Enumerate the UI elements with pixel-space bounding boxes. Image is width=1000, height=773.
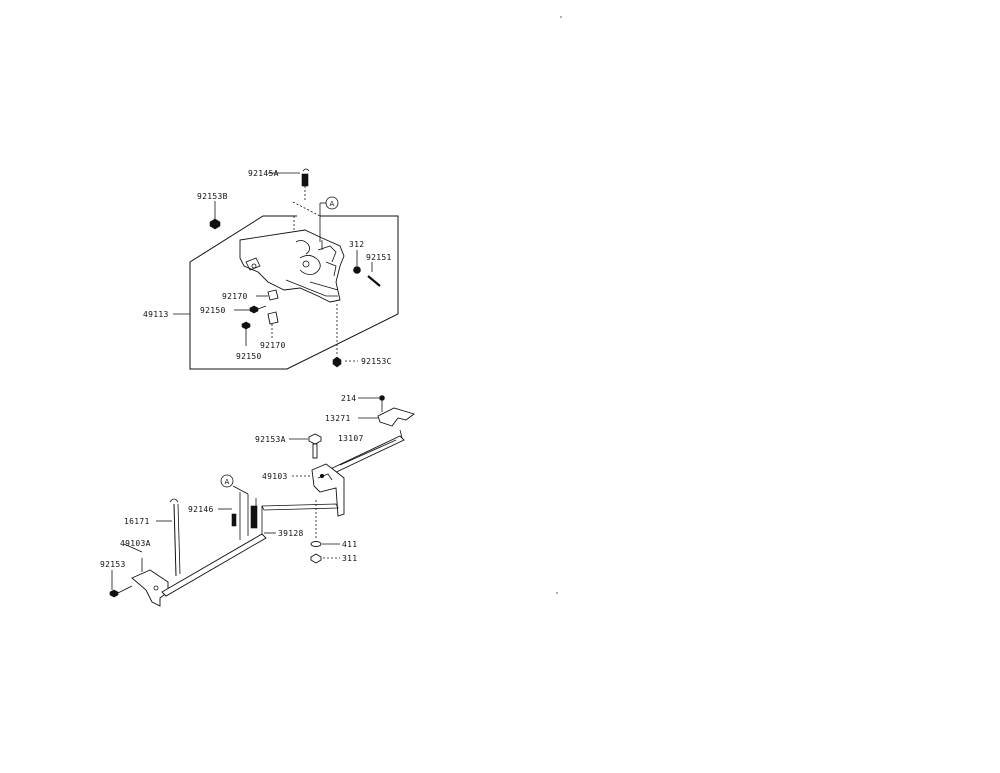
label-92150-lower: 92150	[236, 352, 262, 361]
ref-marker-letter: A	[330, 200, 335, 208]
leader-line	[123, 543, 143, 553]
label-214: 214	[341, 394, 356, 403]
upper-assembly: A	[143, 168, 399, 370]
label-92151: 92151	[366, 253, 392, 262]
bolt-92150-lower	[241, 321, 251, 346]
label-49103A: 49103A	[120, 539, 151, 548]
bracket-49103	[292, 463, 345, 517]
ref-marker-a-upper: A	[319, 196, 339, 242]
rod-13107	[323, 429, 405, 477]
bracket-13271	[358, 401, 415, 427]
bolt-92150-upper	[234, 305, 267, 314]
label-311: 311	[342, 554, 357, 563]
label-92170-upper: 92170	[222, 292, 248, 301]
nut-312	[353, 250, 361, 274]
label-13107: 13107	[338, 434, 364, 443]
stray-mark	[556, 592, 558, 594]
lower-assembly: A	[100, 394, 415, 607]
clip-92170-upper	[256, 289, 279, 301]
washer-411	[310, 500, 340, 547]
label-92145A: 92145A	[248, 169, 279, 178]
label-92153: 92153	[100, 560, 126, 569]
label-39128: 39128	[278, 529, 304, 538]
label-92150-upper: 92150	[200, 306, 226, 315]
shaft-16171	[156, 498, 181, 577]
label-92153C: 92153C	[361, 357, 392, 366]
bolt-92153B	[209, 210, 221, 230]
ref-marker-letter: A	[225, 478, 230, 486]
bolt-92151	[367, 262, 381, 287]
clip-92170-lower	[267, 311, 279, 338]
spring-92145A	[292, 168, 321, 232]
label-16171: 16171	[124, 517, 150, 526]
spring-92146	[218, 492, 258, 540]
label-13271: 13271	[325, 414, 351, 423]
label-411: 411	[342, 540, 357, 549]
stray-mark	[560, 16, 562, 18]
label-92170-lower: 92170	[260, 341, 286, 350]
label-49113: 49113	[143, 310, 169, 319]
ref-marker-a-lower: A	[220, 474, 249, 495]
nut-311	[310, 553, 340, 564]
label-92153A: 92153A	[255, 435, 286, 444]
assembly-outline-49113	[189, 215, 399, 370]
pedal-49103A	[131, 533, 267, 607]
label-49103: 49103	[262, 472, 288, 481]
bolt-92153	[109, 570, 133, 598]
label-92153B: 92153B	[197, 192, 228, 201]
nut-92153C	[332, 304, 358, 368]
control-bracket	[239, 229, 345, 303]
label-92146: 92146	[188, 505, 214, 514]
bolt-92153A	[289, 433, 322, 459]
washer-214	[358, 395, 385, 401]
link-39128	[261, 503, 339, 534]
label-312: 312	[349, 240, 364, 249]
